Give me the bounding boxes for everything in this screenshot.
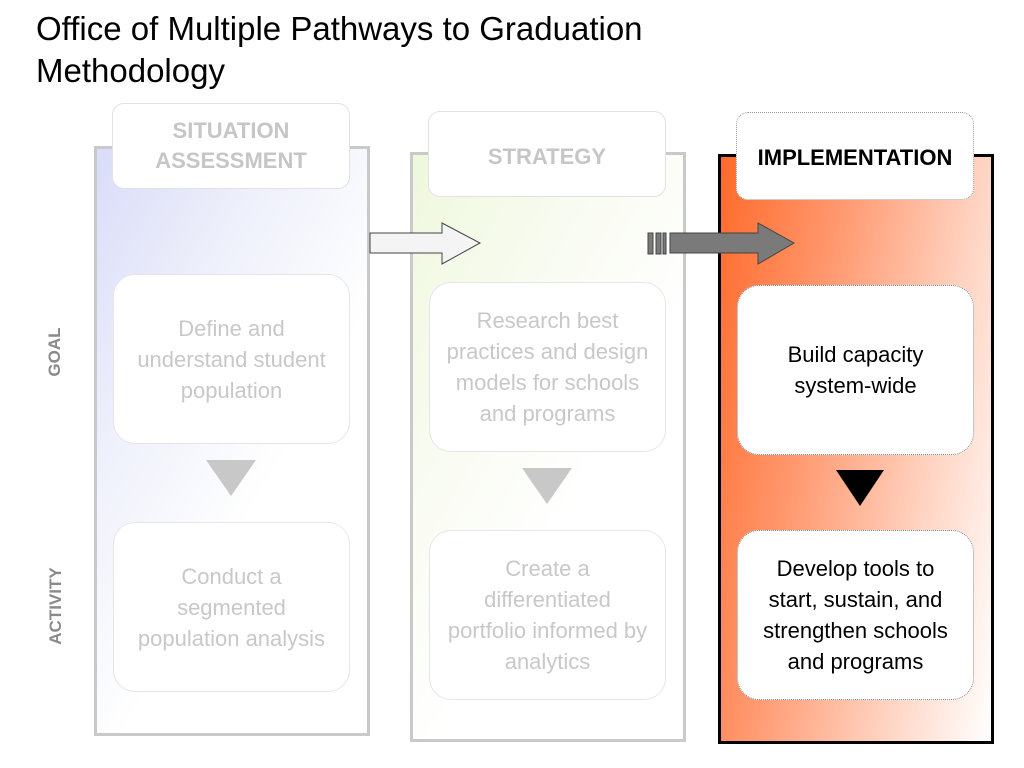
down-arrow-1 (206, 460, 256, 496)
right-arrow-2 (647, 222, 796, 265)
column-header-implementation: IMPLEMENTATION (736, 112, 974, 200)
column-header-situation-assessment: SITUATION ASSESSMENT (112, 103, 350, 189)
goal-box-strategy: Research best practices and design model… (429, 282, 666, 452)
right-arrow-1 (369, 222, 482, 265)
goal-box-implementation: Build capacity system-wide (737, 285, 974, 455)
activity-box-implementation: Develop tools to start, sustain, and str… (737, 530, 974, 700)
down-arrow-3 (836, 470, 884, 506)
row-label-activity: ACTIVITY (46, 567, 65, 645)
page-title: Office of Multiple Pathways to Graduatio… (36, 10, 643, 89)
activity-box-strategy: Create a differentiated portfolio inform… (429, 530, 666, 700)
column-header-strategy: STRATEGY (428, 111, 666, 197)
goal-box-situation-assessment: Define and understand student population (113, 274, 350, 444)
row-label-goal: GOAL (45, 327, 64, 377)
activity-box-situation-assessment: Conduct a segmented population analysis (113, 522, 350, 692)
down-arrow-2 (522, 468, 572, 504)
